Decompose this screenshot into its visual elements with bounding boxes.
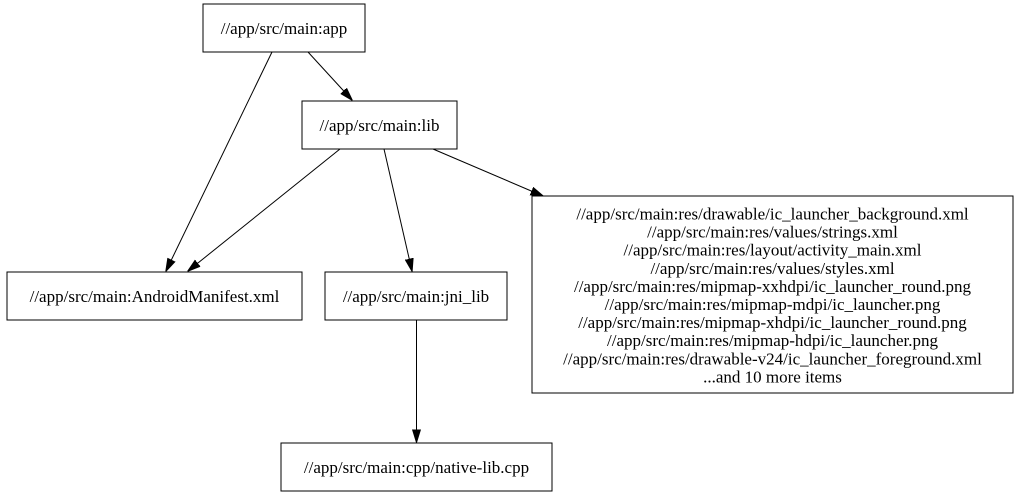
node-android-manifest: //app/src/main:AndroidManifest.xml xyxy=(6,271,303,321)
node-android-manifest-box xyxy=(6,271,303,321)
node-android-manifest-label: //app/src/main:AndroidManifest.xml xyxy=(30,287,280,306)
node-res-group-line: //app/src/main:res/drawable/ic_launcher_… xyxy=(576,205,969,224)
node-lib: //app/src/main:lib xyxy=(301,100,458,150)
node-lib-label: //app/src/main:lib xyxy=(320,116,440,135)
edge-lib-to-res-group xyxy=(432,148,543,196)
node-res-group-line: //app/src/main:res/layout/activity_main.… xyxy=(624,241,922,260)
node-res-group-line: //app/src/main:res/mipmap-mdpi/ic_launch… xyxy=(605,295,941,314)
node-res-group-line: //app/src/main:res/values/strings.xml xyxy=(647,223,898,242)
node-res-group-line: //app/src/main:res/mipmap-hdpi/ic_launch… xyxy=(607,331,938,350)
node-res-group: //app/src/main:res/drawable/ic_launcher_… xyxy=(531,195,1014,394)
node-app-box xyxy=(202,3,366,53)
node-jni-lib: //app/src/main:jni_lib xyxy=(324,271,508,321)
node-res-group-box xyxy=(531,195,1014,394)
node-app: //app/src/main:app xyxy=(202,3,366,53)
edge-lib-to-jni-lib xyxy=(383,148,412,271)
node-res-group-line: //app/src/main:res/mipmap-xxhdpi/ic_laun… xyxy=(574,277,972,296)
edges xyxy=(166,51,543,442)
node-app-label: //app/src/main:app xyxy=(221,19,348,38)
node-cpp-native-lib-box xyxy=(280,442,553,492)
node-cpp-native-lib-label: //app/src/main:cpp/native-lib.cpp xyxy=(304,458,529,477)
edge-app-to-android-manifest xyxy=(166,51,273,271)
edge-lib-to-android-manifest xyxy=(188,148,341,271)
node-cpp-native-lib: //app/src/main:cpp/native-lib.cpp xyxy=(280,442,553,492)
edge-app-to-lib xyxy=(307,51,352,100)
node-jni-lib-box xyxy=(324,271,508,321)
node-res-group-line: //app/src/main:res/drawable-v24/ic_launc… xyxy=(563,349,982,368)
node-res-group-line: //app/src/main:res/values/styles.xml xyxy=(650,259,894,278)
node-res-group-line: //app/src/main:res/mipmap-xhdpi/ic_launc… xyxy=(578,313,967,332)
node-lib-box xyxy=(301,100,458,150)
node-jni-lib-label: //app/src/main:jni_lib xyxy=(343,287,489,306)
node-res-group-line: ...and 10 more items xyxy=(703,367,842,386)
